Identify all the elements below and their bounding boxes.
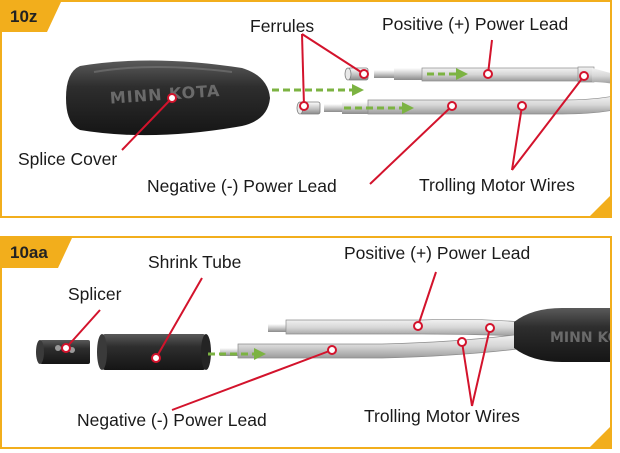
label-positive-lead: Positive (+) Power Lead xyxy=(382,14,569,34)
label-negative-lead: Negative (-) Power Lead xyxy=(77,410,267,430)
label-negative-lead: Negative (-) Power Lead xyxy=(147,176,337,196)
positive-lead-wire xyxy=(268,318,523,337)
callout-dots-10aa xyxy=(61,321,495,363)
label-ferrules: Ferrules xyxy=(250,16,315,36)
corner-accent xyxy=(589,195,610,216)
step-tag: 10z xyxy=(2,2,62,32)
splice-illustration-10aa: MINN KOTA xyxy=(36,271,612,411)
callout-dots-10z xyxy=(167,69,589,111)
negative-lead-wire xyxy=(220,333,527,359)
splice-illustration-10z: MINN KOTA xyxy=(66,33,610,185)
assembly-arrow xyxy=(208,348,266,360)
label-shrink-tube: Shrink Tube xyxy=(148,252,242,272)
shrink-tube xyxy=(97,334,211,370)
callouts-10aa xyxy=(65,271,491,411)
panel-10aa: 10aa MINN KOTA xyxy=(0,236,612,449)
corner-accent xyxy=(589,426,610,447)
label-trolling-wires: Trolling Motor Wires xyxy=(419,175,575,195)
label-positive-lead: Positive (+) Power Lead xyxy=(344,243,531,263)
label-splice-cover: Splice Cover xyxy=(18,149,118,169)
splice-cover: MINN KOTA xyxy=(514,308,612,362)
step-tag: 10aa xyxy=(2,238,72,268)
assembly-arrows xyxy=(272,68,468,114)
positive-lead-wire xyxy=(374,66,610,84)
label-splicer: Splicer xyxy=(68,284,122,304)
callouts-10z xyxy=(121,33,585,185)
negative-lead-wire xyxy=(324,96,610,115)
brand-logo: MINN KOTA xyxy=(550,330,612,346)
panel-10z: 10z MINN KOTA xyxy=(0,0,612,218)
label-trolling-wires: Trolling Motor Wires xyxy=(364,406,520,426)
